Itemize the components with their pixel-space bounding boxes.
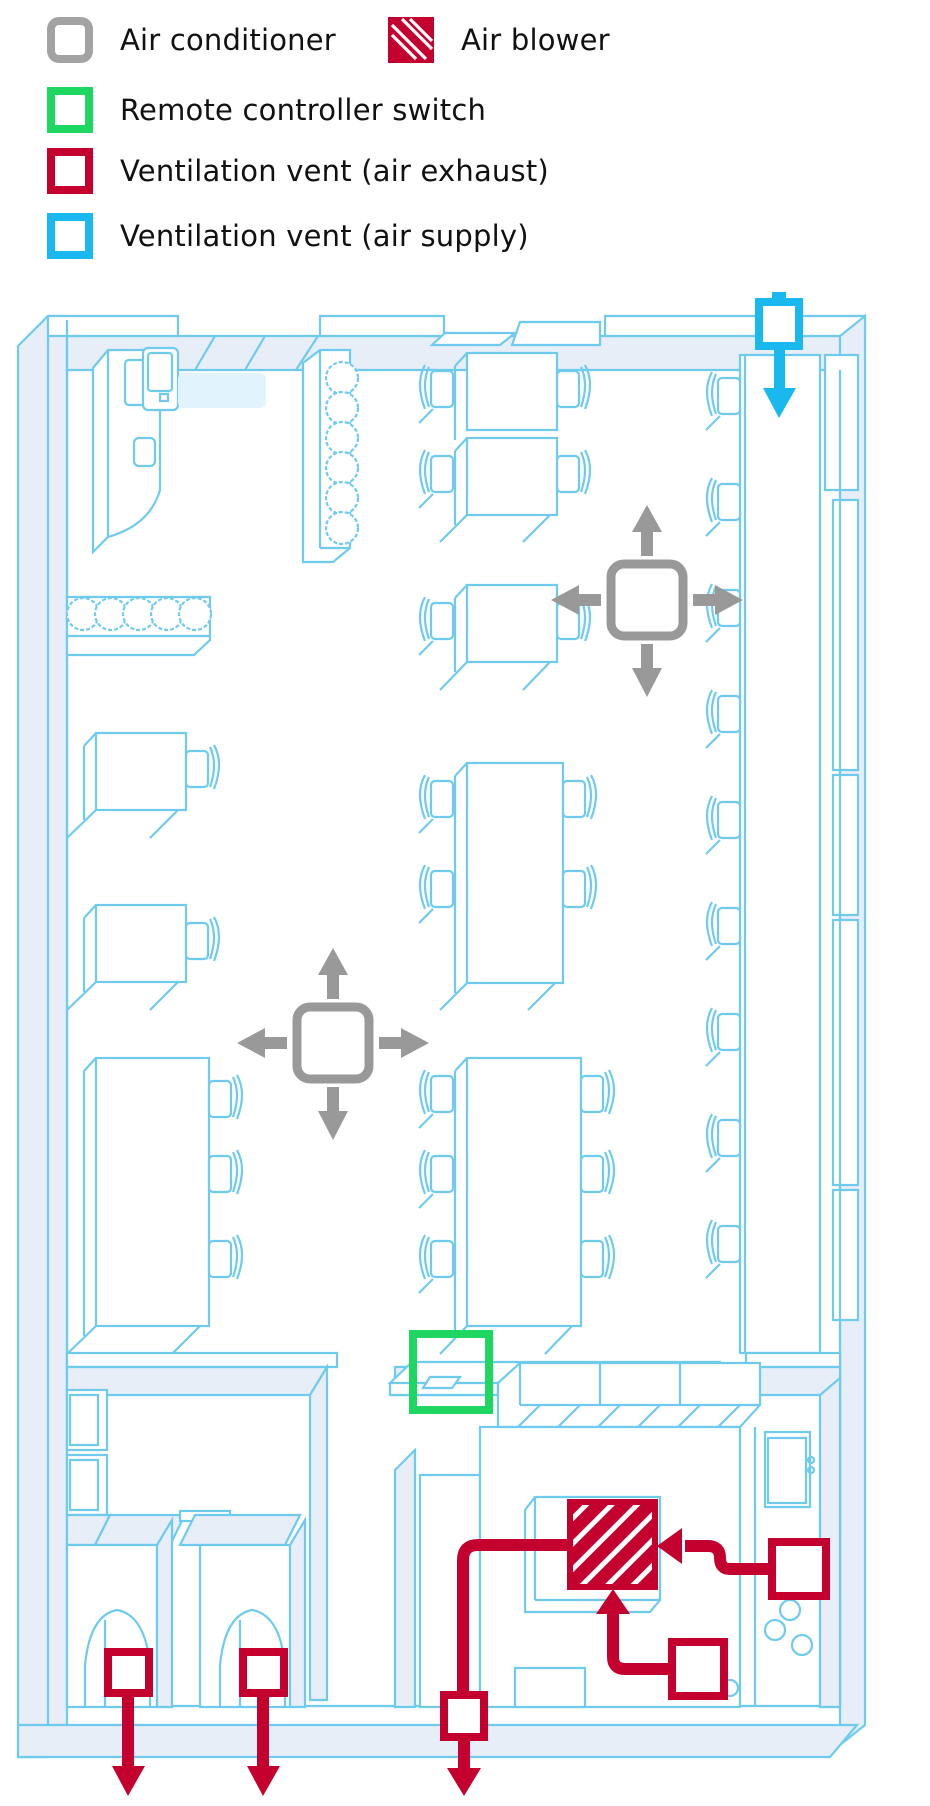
- exhaust-vent-toilet-1: [104, 1648, 153, 1796]
- planter-vertical: [301, 348, 360, 564]
- building-walls: [16, 313, 867, 1759]
- reception-counter: [91, 346, 266, 555]
- air-blower: [567, 1499, 658, 1590]
- planter-horizontal: [65, 595, 213, 657]
- legend-item-air-blower: Air blower: [388, 17, 610, 63]
- exhaust-vent-icon: [47, 148, 93, 194]
- air-conditioner-2: [237, 948, 429, 1140]
- supply-vent-icon: [47, 213, 93, 259]
- legend-label: Ventilation vent (air exhaust): [120, 154, 549, 188]
- legend-item-air-conditioner: Air conditioner: [47, 17, 336, 63]
- exhaust-vent-kitchen-outlet: [440, 1691, 488, 1796]
- kitchen-area: [387, 1360, 842, 1709]
- exhaust-duct-system: [457, 1528, 768, 1700]
- air-supply-vent: [755, 292, 803, 418]
- remote-controller-switch: [409, 1330, 493, 1414]
- legend-item-remote-controller-switch: Remote controller switch: [47, 87, 486, 133]
- remote-controller-switch-icon: [47, 87, 93, 133]
- legend: Air conditioner Air blower Remote contro…: [0, 0, 930, 270]
- legend-label: Remote controller switch: [120, 93, 487, 127]
- exhaust-vent-toilet-2: [239, 1648, 288, 1796]
- legend-label: Air conditioner: [120, 23, 336, 57]
- dining-tables-left: [66, 731, 244, 1355]
- legend-label: Air blower: [461, 23, 610, 57]
- legend-item-ventilation-vent-exhaust: Ventilation vent (air exhaust): [47, 148, 549, 194]
- legend-label: Ventilation vent (air supply): [120, 219, 529, 253]
- dining-tables-center-top: [417, 351, 592, 691]
- air-conditioner-icon: [47, 17, 93, 63]
- exhaust-vent-kitchen-right: [768, 1538, 830, 1600]
- exhaust-vent-kitchen-lower: [668, 1638, 728, 1700]
- right-bench-seating: [704, 353, 822, 1355]
- air-conditioner-1: [551, 505, 743, 697]
- legend-item-ventilation-vent-supply: Ventilation vent (air supply): [47, 213, 529, 259]
- dining-tables-center-long: [417, 761, 616, 1355]
- air-blower-icon: [388, 17, 434, 63]
